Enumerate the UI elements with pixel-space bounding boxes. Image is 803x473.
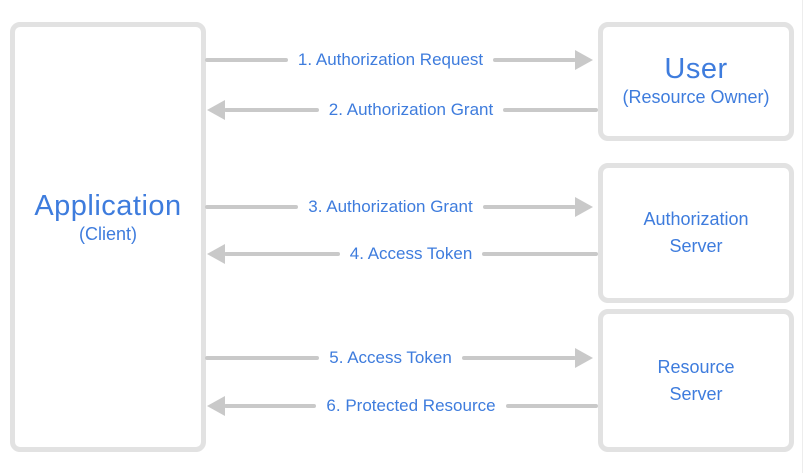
arrow-line [224,108,319,112]
arrow-line [503,108,598,112]
flow-label: 1. Authorization Request [297,50,484,69]
arrow-line [205,58,288,62]
arrow-left-icon [207,396,225,416]
flow-label: 6. Protected Resource [326,396,496,415]
application-box: Application (Client) [10,22,206,452]
flow-label: 4. Access Token [349,244,473,263]
flow-protected-resource: 6. Protected Resource [205,395,598,417]
flow-authorization-grant-to-server: 3. Authorization Grant [205,196,598,218]
authorization-server-title: Authorization Server [643,209,749,256]
arrow-right-icon [575,50,594,70]
flow-label: 2. Authorization Grant [328,100,494,119]
arrow-right-icon [575,197,593,217]
authorization-server-box: Authorization Server [598,163,794,303]
application-subtitle: (Client) [78,223,137,244]
arrow-line [482,252,599,256]
resource-server-box: Resource Server [598,309,794,452]
arrow-line [205,205,299,209]
flow-authorization-request: 1. Authorization Request [205,49,598,71]
user-box: User (Resource Owner) [598,22,794,141]
arrow-line [505,404,598,408]
arrow-line [461,356,577,360]
flow-label: 3. Authorization Grant [308,197,473,216]
flow-label: 5. Access Token [329,348,452,367]
application-title: Application [34,189,182,222]
arrow-line [482,205,576,209]
user-subtitle: (Resource Owner) [622,87,770,108]
flow-authorization-grant-to-app: 2. Authorization Grant [205,99,598,121]
user-title: User [664,53,728,86]
arrow-left-icon [207,100,225,120]
arrow-line [493,58,577,62]
arrow-right-icon [575,348,594,368]
arrow-line [205,356,320,360]
resource-server-title: Resource Server [657,356,735,404]
arrow-line [224,404,317,408]
flow-access-token-to-app: 4. Access Token [205,243,599,265]
flow-access-token-to-resource: 5. Access Token [205,347,598,369]
arrow-line [224,252,340,256]
arrow-left-icon [207,244,225,264]
